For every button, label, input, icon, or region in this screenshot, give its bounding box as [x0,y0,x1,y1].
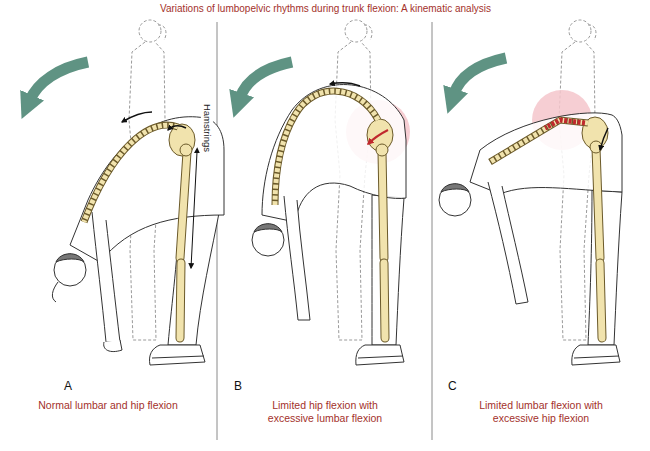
muscle-label: Hamstrings [201,102,213,154]
panel-letter: B [234,379,242,394]
panel-letter: A [64,379,72,394]
figure-title: Variations of lumbopelvic rhythms during… [160,3,491,16]
panel-letter: C [448,379,457,394]
panel-caption: Limited hip flexion with excessive lumba… [250,399,400,425]
panel-caption: Normal lumbar and hip flexion [8,399,208,412]
panel-caption: Limited lumbar flexion with excessive hi… [466,399,616,425]
